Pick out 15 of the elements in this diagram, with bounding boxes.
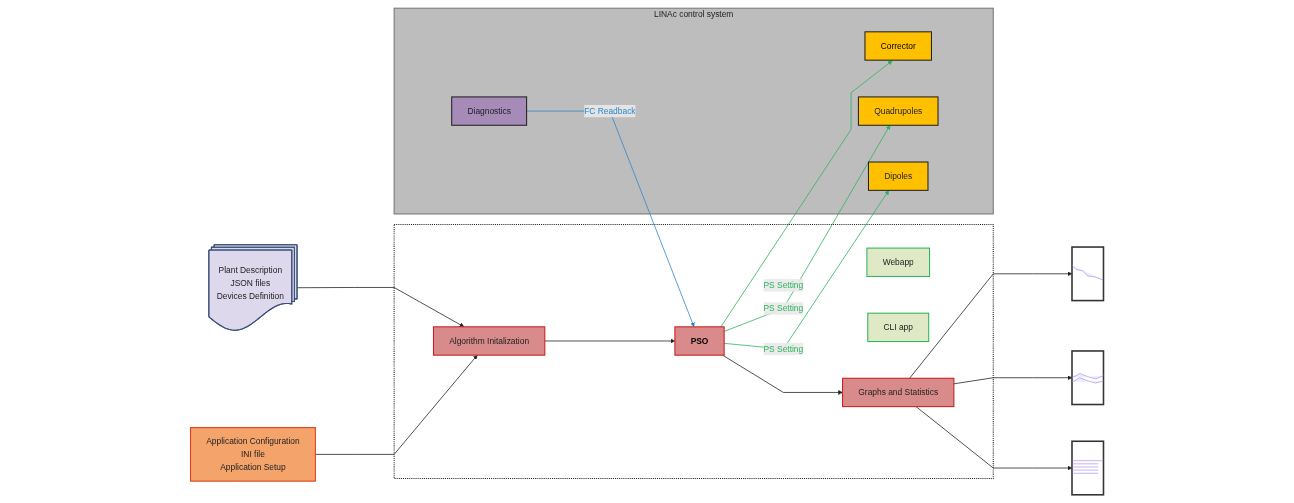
node-box: Application Configuration INI file Application Setup bbox=[190, 427, 316, 482]
node-box: CLI app bbox=[867, 312, 930, 343]
edge-label: PS Setting bbox=[763, 344, 804, 354]
cluster bbox=[393, 223, 994, 480]
node-box: Webapp bbox=[866, 247, 931, 277]
node-box: Diagnostics bbox=[451, 96, 528, 126]
edge-label: PS Setting bbox=[763, 303, 804, 313]
node-box: Corrector bbox=[864, 31, 932, 61]
node-box: PSO bbox=[674, 326, 725, 356]
node-box: Quadrupoles bbox=[857, 96, 939, 126]
edge-label: PS Setting bbox=[763, 280, 804, 290]
node-box: Algorithm Initalization bbox=[432, 326, 546, 356]
node-box: Graphs and Statistics bbox=[842, 377, 955, 408]
edge-label: FC Readback bbox=[584, 106, 636, 116]
node-box: Dipoles bbox=[867, 161, 929, 191]
